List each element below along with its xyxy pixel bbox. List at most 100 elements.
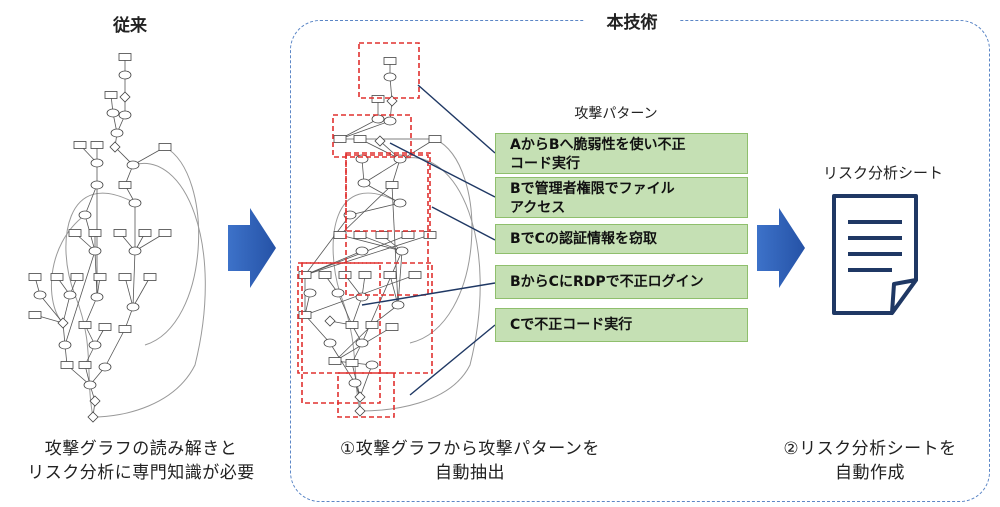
graph-edge bbox=[64, 250, 96, 346]
graph-node bbox=[354, 391, 366, 403]
graph-node bbox=[401, 231, 415, 239]
graph-node bbox=[385, 323, 399, 331]
graph-node bbox=[371, 114, 385, 124]
graph-node bbox=[70, 273, 84, 281]
graph-edge bbox=[132, 276, 151, 308]
graph-edge bbox=[349, 202, 401, 216]
graph-node bbox=[128, 198, 142, 208]
graph-edge bbox=[62, 294, 71, 324]
graph-edge bbox=[304, 314, 331, 344]
graph-edge bbox=[104, 328, 126, 368]
graph-node bbox=[126, 302, 140, 312]
graph-node bbox=[323, 338, 337, 348]
graph-node bbox=[110, 128, 124, 138]
graph-edge bbox=[359, 364, 373, 398]
graph-edge bbox=[391, 184, 399, 306]
highlight-box bbox=[345, 152, 431, 232]
graph-node bbox=[348, 378, 362, 388]
graph-edge bbox=[339, 184, 393, 236]
graph-node bbox=[423, 231, 437, 239]
pattern-text: Bで管理者権限でファイル アクセス bbox=[510, 181, 675, 216]
graph-node bbox=[383, 57, 397, 65]
graph-edge bbox=[351, 296, 363, 326]
left-caption-line-2: リスク分析に専門知識が必要 bbox=[27, 463, 255, 483]
graph-node bbox=[128, 246, 142, 256]
graph-node bbox=[353, 135, 367, 143]
graph-node bbox=[88, 229, 102, 237]
graph-node bbox=[298, 311, 312, 319]
graph-curve bbox=[144, 146, 200, 346]
graph-node bbox=[328, 357, 342, 365]
graph-node bbox=[28, 311, 42, 319]
graph-node bbox=[354, 405, 366, 417]
graph-node bbox=[158, 229, 172, 237]
graph-node bbox=[358, 271, 372, 279]
highlight-box bbox=[358, 42, 420, 99]
graph-node bbox=[118, 181, 132, 189]
graph-edge bbox=[329, 342, 356, 384]
graph-node bbox=[93, 273, 107, 281]
graph-node bbox=[383, 116, 397, 126]
graph-node bbox=[324, 315, 336, 327]
risk-sheet-label: リスク分析シート bbox=[822, 164, 943, 182]
graph-node bbox=[357, 178, 371, 188]
graph-node bbox=[385, 181, 399, 189]
flow-arrow-left bbox=[228, 208, 276, 288]
graph-node bbox=[383, 72, 397, 82]
graph-node bbox=[343, 210, 357, 220]
left-caption: 攻撃グラフの読み解きと リスク分析に専門知識が必要 bbox=[10, 437, 272, 485]
step1-line-1: ①攻撃グラフから攻撃パターンを bbox=[340, 439, 600, 459]
graph-node bbox=[355, 246, 369, 256]
left-heading: 従来 bbox=[113, 16, 147, 36]
pattern-text: AからBへ脆弱性を使い不正 コード実行 bbox=[510, 137, 686, 172]
highlight-box bbox=[337, 372, 395, 418]
document-icon bbox=[832, 194, 918, 315]
graph-node bbox=[106, 108, 120, 118]
graph-node bbox=[345, 359, 359, 367]
graph-node bbox=[28, 273, 42, 281]
graph-node bbox=[393, 198, 407, 208]
right-heading: 本技術 bbox=[584, 8, 680, 33]
graph-node bbox=[119, 91, 131, 103]
left-caption-line-1: 攻撃グラフの読み解きと bbox=[44, 439, 238, 459]
graph-node bbox=[365, 321, 379, 329]
extracted-attack-graph bbox=[297, 42, 496, 418]
graph-edge bbox=[359, 138, 401, 160]
pattern-text: Cで不正コード実行 bbox=[510, 317, 633, 333]
graph-node bbox=[68, 229, 82, 237]
graph-node bbox=[298, 271, 312, 279]
graph-node bbox=[395, 246, 409, 256]
graph-edge bbox=[339, 234, 403, 252]
highlight-box bbox=[297, 262, 433, 374]
pattern-connector bbox=[431, 206, 496, 241]
left-attack-graph bbox=[28, 53, 206, 423]
graph-node bbox=[78, 361, 92, 369]
graph-node bbox=[353, 231, 367, 239]
graph-node bbox=[333, 231, 347, 239]
graph-node bbox=[383, 271, 397, 279]
graph-node bbox=[365, 360, 379, 370]
graph-node bbox=[90, 141, 104, 149]
flow-arrow-right bbox=[757, 208, 805, 288]
graph-edge bbox=[363, 182, 401, 204]
graph-node bbox=[89, 395, 101, 407]
graph-edge bbox=[132, 250, 136, 308]
graph-node bbox=[331, 288, 345, 298]
graph-curve bbox=[332, 192, 401, 412]
graph-node bbox=[143, 273, 157, 281]
graph-node bbox=[126, 160, 140, 170]
graph-node bbox=[391, 300, 405, 310]
pattern-connector bbox=[389, 142, 496, 198]
graph-node bbox=[73, 141, 87, 149]
pattern-text: BでCの認証情報を窃取 bbox=[510, 231, 657, 247]
graph-edge bbox=[337, 292, 353, 326]
pattern-text: BからCにRDPで不正ログイン bbox=[510, 274, 704, 290]
step2-line-1: ②リスク分析シートを bbox=[783, 439, 957, 459]
graph-node bbox=[345, 321, 359, 329]
graph-edge bbox=[84, 184, 98, 216]
graph-curve bbox=[92, 162, 206, 418]
graph-node bbox=[408, 271, 422, 279]
graph-node bbox=[88, 340, 102, 350]
graph-node bbox=[78, 321, 92, 329]
graph-node bbox=[118, 53, 132, 61]
